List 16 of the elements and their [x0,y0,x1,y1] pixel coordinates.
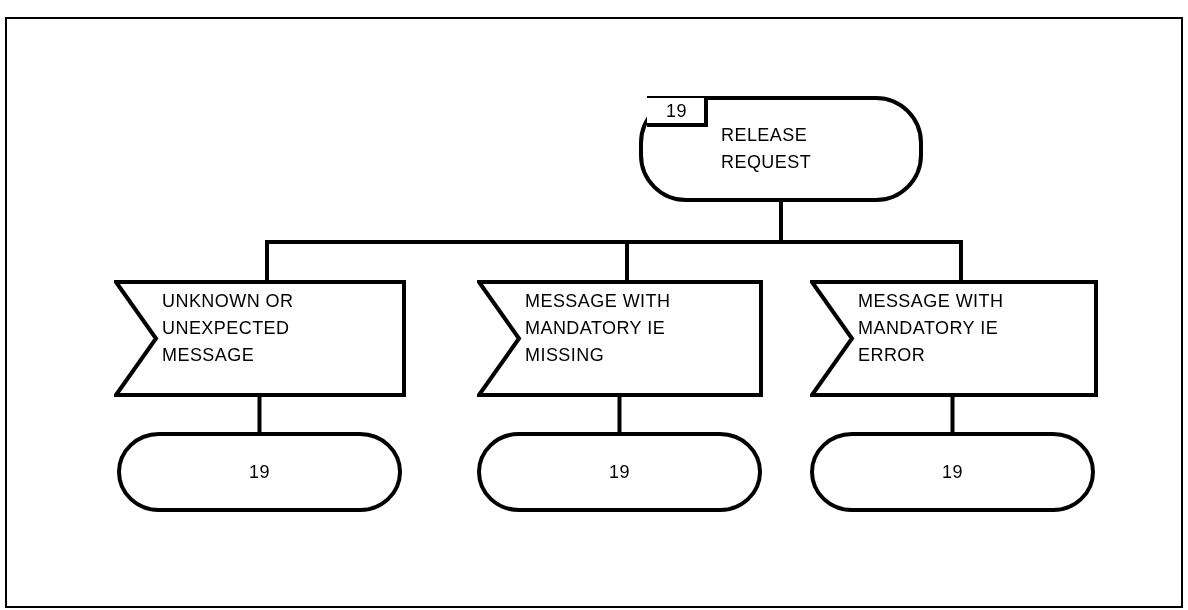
node-text: 19 [666,100,687,123]
input-signal [810,280,1098,397]
connector-line [779,202,963,280]
node-text: MESSAGE WITH MANDATORY IE MISSING [525,290,672,367]
connector-line [950,397,955,432]
node-text: MESSAGE WITH MANDATORY IE ERROR [858,290,1005,367]
connector-line [617,397,622,432]
node-text: UNKNOWN OR UNEXPECTED MESSAGE [162,290,295,367]
node-text: 19 [609,460,630,484]
node-text: 19 [942,460,963,484]
node-text: RELEASE REQUEST [721,124,813,174]
connector-line [257,397,262,432]
state-number-box [645,96,708,127]
node-text: 19 [249,460,270,484]
input-signal [114,280,406,397]
input-signal [477,280,763,397]
